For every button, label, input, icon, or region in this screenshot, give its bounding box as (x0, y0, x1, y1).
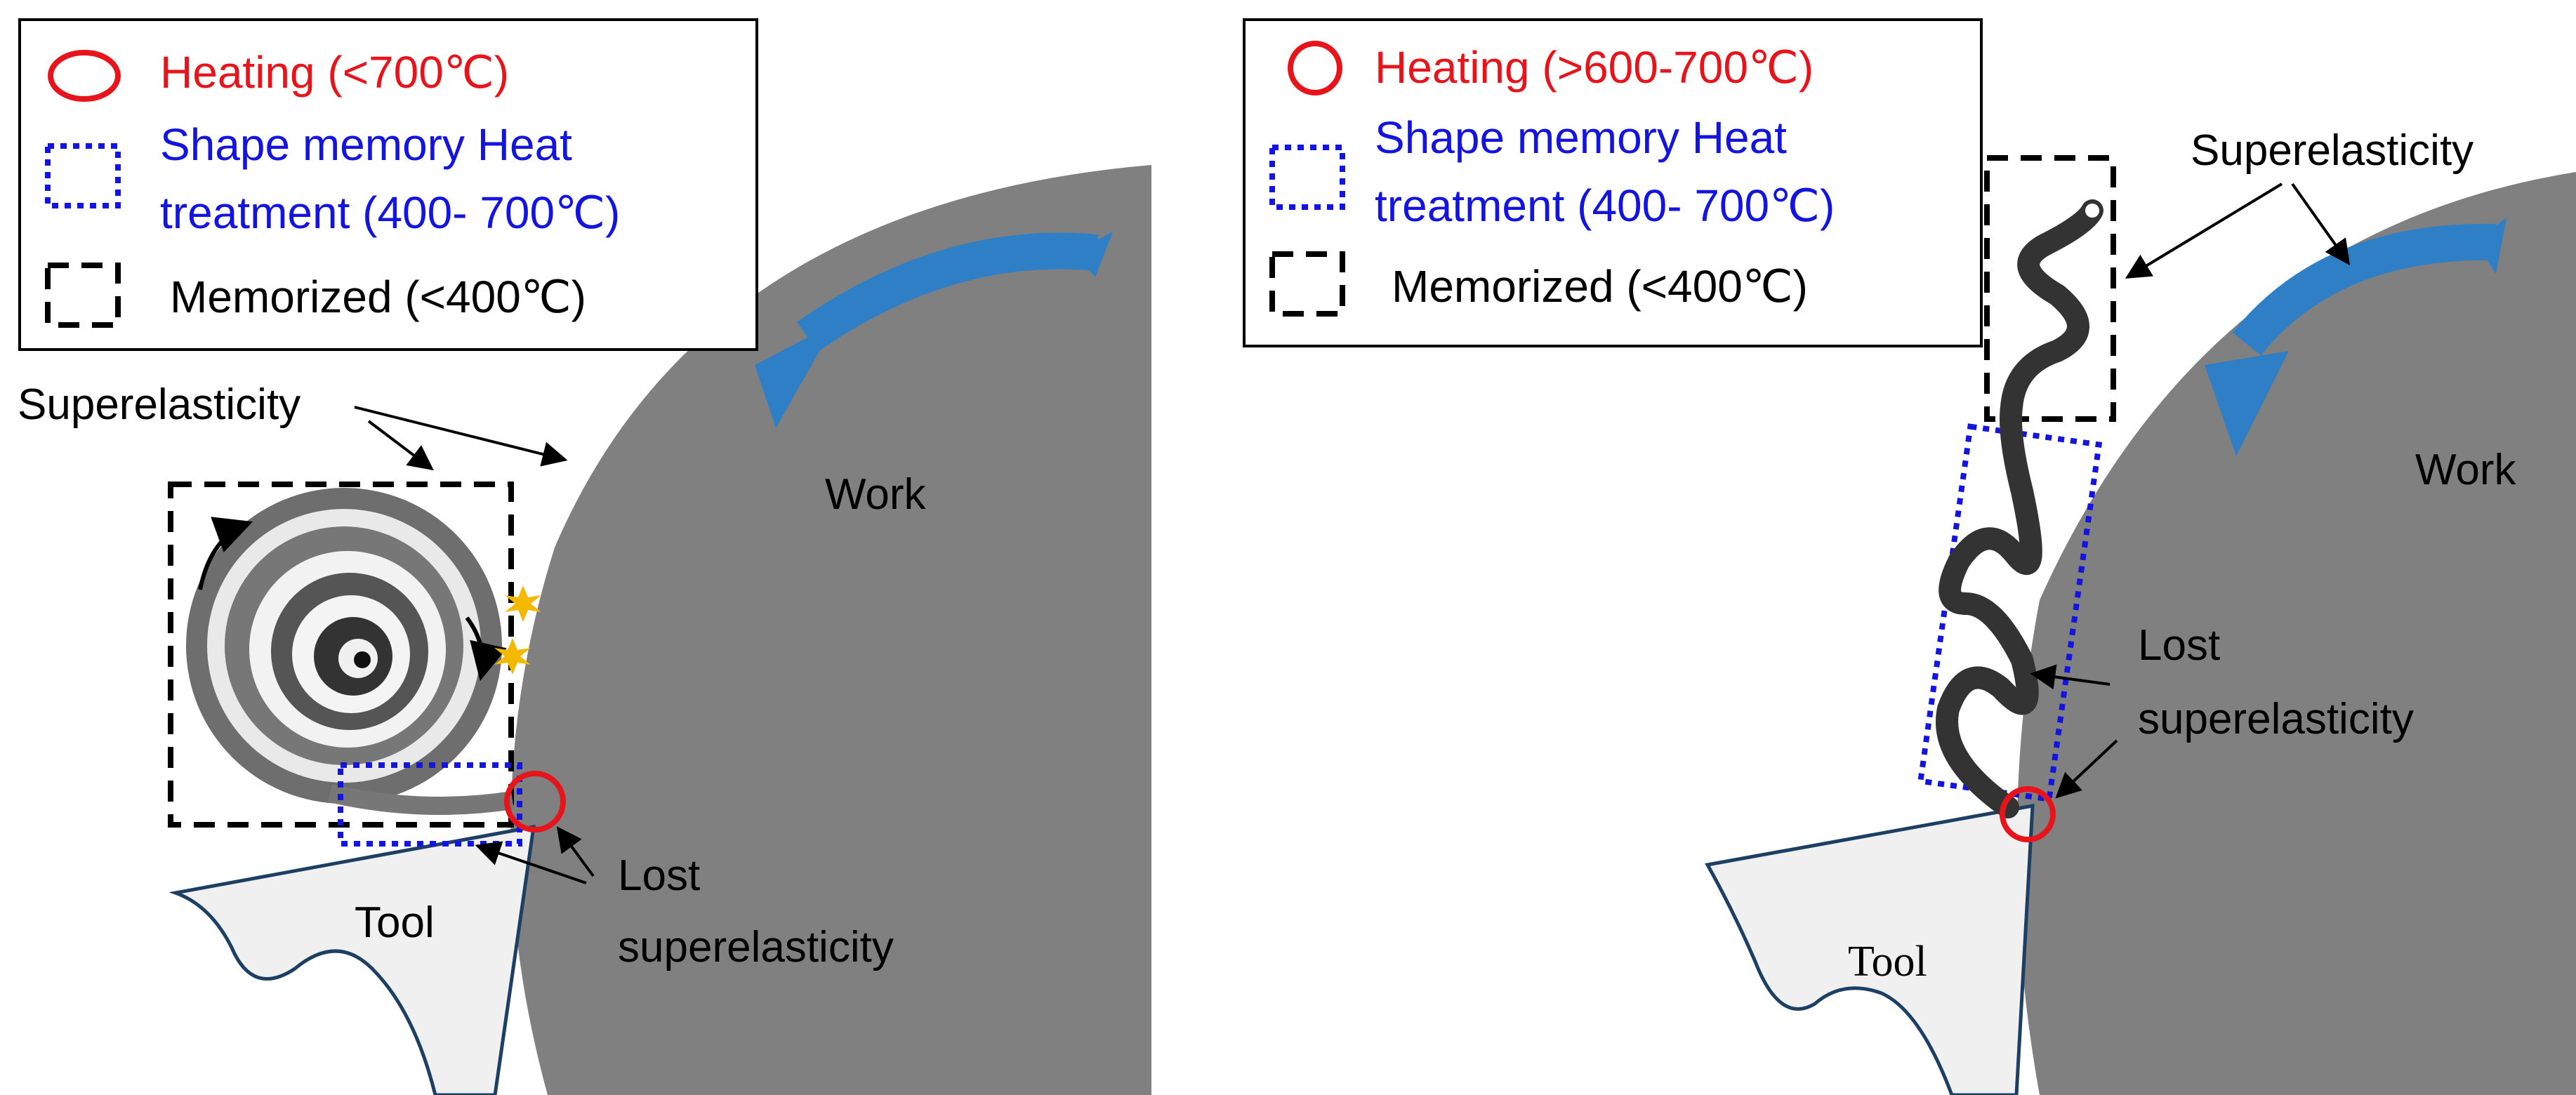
heating-legend-icon (1288, 41, 1342, 95)
spark-icon (505, 585, 541, 622)
right-panel: Work Tool Superelasticity Lost superelas… (1243, 18, 2576, 1095)
memorized-legend-icon (45, 263, 121, 328)
wavy-chip (1936, 199, 2103, 818)
pointer-arrow (2291, 182, 2351, 265)
legend-shape-memory-line2: treatment (400- 700℃) (1375, 180, 1835, 231)
lost-label-line1: Lost (2138, 621, 2220, 670)
shape-memory-legend-icon (1269, 145, 1345, 210)
legend-shape-memory-line1: Shape memory Heat (1375, 112, 1787, 163)
legend-left: Heating (<700℃) Shape memory Heat treatm… (18, 18, 758, 351)
legend-heating-text: Heating (<700℃) (160, 47, 509, 98)
memorized-box (1984, 155, 2116, 422)
legend-memorized-text: Memorized (<400℃) (170, 272, 586, 322)
left-panel: Work Tool (18, 18, 1151, 1095)
shape-memory-box (338, 762, 522, 847)
heating-zone (504, 771, 566, 832)
memorized-legend-icon (1269, 251, 1345, 317)
curved-arrow-icon (465, 616, 507, 682)
legend-right: Heating (>600-700℃) Shape memory Heat tr… (1243, 18, 1983, 347)
lost-label-line2: superelasticity (618, 923, 894, 971)
spiral-chip (186, 488, 514, 815)
chip-tip (2085, 204, 2099, 218)
heating-zone (2000, 786, 2056, 842)
pointer-arrow (2125, 182, 2283, 279)
tool-label: Tool (1848, 938, 1927, 985)
tool-shape (1705, 803, 2035, 1095)
pointer-arrow (2055, 739, 2118, 799)
superelasticity-label: Superelasticity (18, 380, 300, 429)
legend-shape-memory-line2: treatment (400- 700℃) (160, 187, 620, 238)
work-label: Work (825, 470, 927, 519)
legend-heating-text: Heating (>600-700℃) (1375, 42, 1814, 93)
lost-label-line1: Lost (618, 851, 700, 900)
curved-arrow-icon (755, 232, 1113, 428)
shape-memory-legend-icon (45, 143, 121, 208)
legend-shape-memory-line1: Shape memory Heat (160, 119, 572, 170)
superelasticity-label: Superelasticity (2191, 126, 2473, 175)
work-piece (510, 165, 1151, 1095)
legend-memorized-text: Memorized (<400℃) (1392, 261, 1808, 312)
tool-label: Tool (355, 898, 435, 947)
pointer-arrow (367, 420, 434, 471)
curved-arrow-icon (198, 517, 253, 590)
heating-legend-icon (48, 50, 121, 102)
tool-shape (169, 824, 536, 1095)
curved-arrow-icon (2205, 218, 2506, 456)
work-piece (2016, 172, 2576, 1095)
pointer-arrow (354, 406, 568, 467)
lost-label-line2: superelasticity (2138, 695, 2414, 743)
pointer-arrow (2030, 664, 2111, 690)
work-label: Work (2415, 446, 2517, 494)
pointer-arrow (475, 841, 587, 884)
pointer-arrow (556, 826, 595, 877)
spark-icon (494, 638, 531, 675)
